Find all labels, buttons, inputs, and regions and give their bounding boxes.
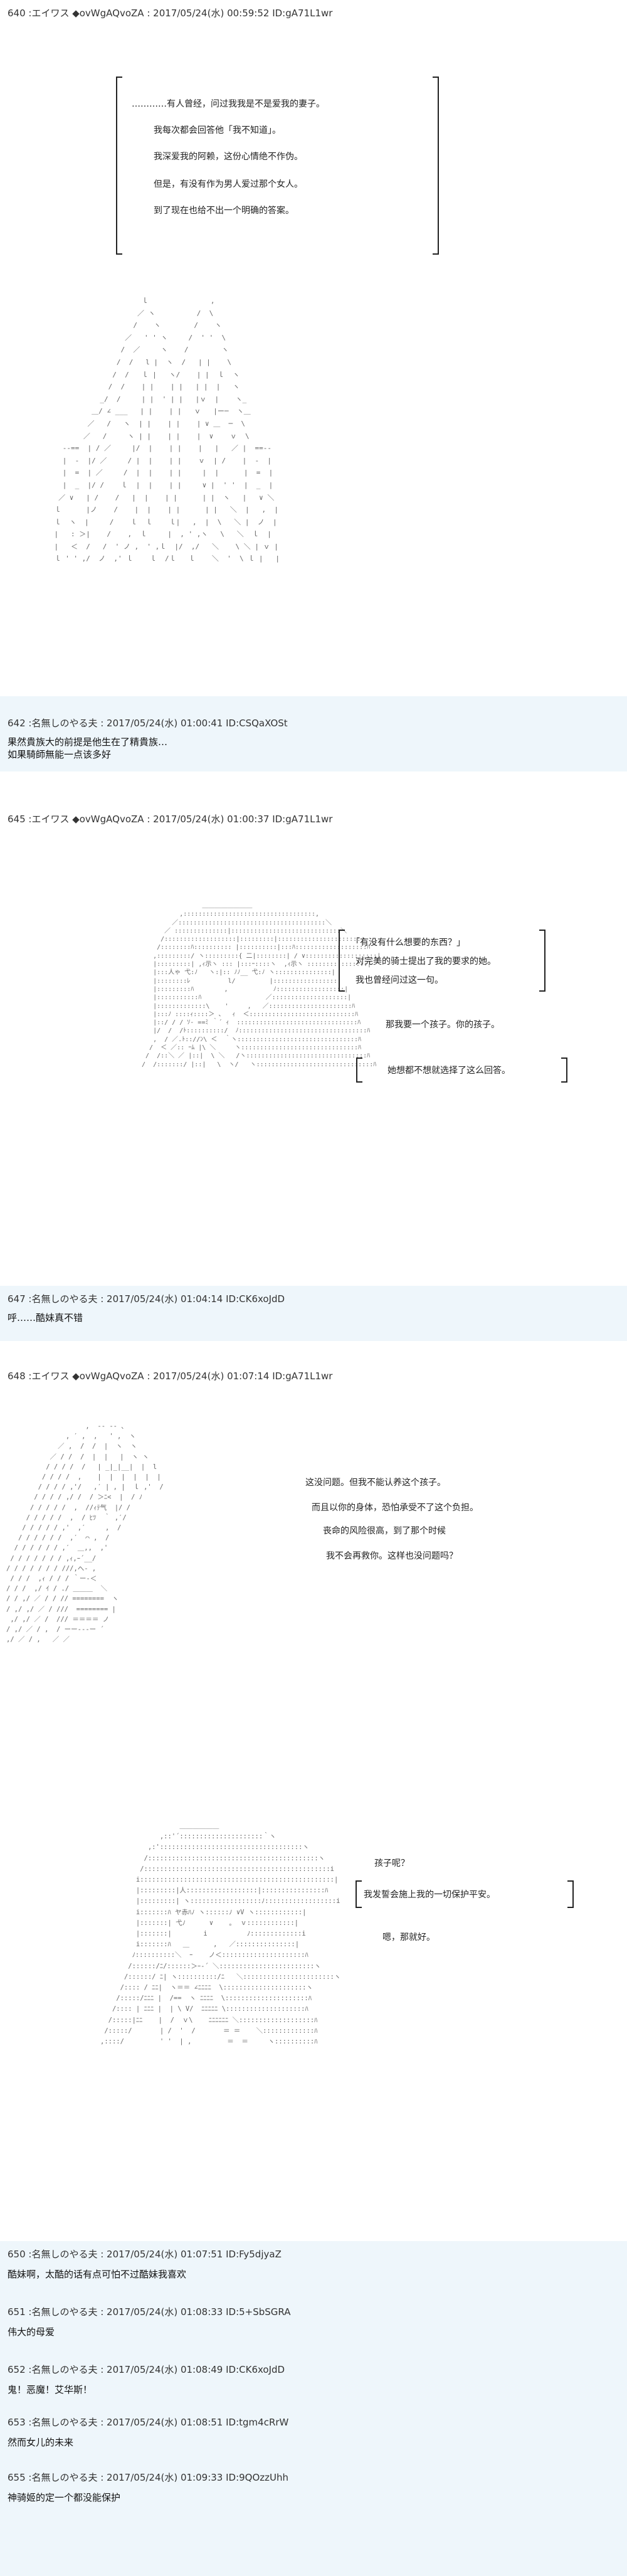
- post-642: 642 :名無しのやる夫 : 2017/05/24(水) 01:00:41 ID…: [0, 696, 627, 771]
- ascii-art-figure: , -‐ ‐- ､ , ′ , , ' , ヽ ／ , / / | ヽ ヽ ／ …: [6, 1423, 164, 1644]
- post-body-line: 然而女儿的未来: [8, 2437, 74, 2448]
- bracket-left: [356, 1057, 362, 1083]
- bracket-right: [567, 1880, 574, 1908]
- dialogue-line: 孩子呢？: [374, 1858, 409, 1868]
- post-header: 651 :名無しのやる夫 : 2017/05/24(水) 01:08:33 ID…: [8, 2306, 291, 2318]
- dialogue-line: 「有没有什么想要的东西？」: [351, 938, 465, 948]
- post-header: 640 :エイワス ◆ovWgAQvoZA : 2017/05/24(水) 00…: [8, 8, 333, 19]
- bracket-left: [116, 77, 122, 255]
- post-body-line: 呼……酷妹真不错: [8, 1312, 83, 1323]
- bracket-right: [539, 930, 545, 992]
- ascii-art-figure: ＿＿＿＿＿＿＿＿ ,::::::::::::::::::::::::::::::…: [142, 903, 381, 1068]
- post-header: 650 :名無しのやる夫 : 2017/05/24(水) 01:07:51 ID…: [8, 2249, 282, 2260]
- post-652: 652 :名無しのやる夫 : 2017/05/24(水) 01:08:49 ID…: [0, 2354, 627, 2408]
- post-655: 655 :名無しのやる夫 : 2017/05/24(水) 01:09:33 ID…: [0, 2463, 627, 2576]
- bracket-right: [561, 1057, 567, 1083]
- dialogue-line: 但是，有没有作为男人爱过那个女人。: [154, 179, 303, 189]
- post-header: 655 :名無しのやる夫 : 2017/05/24(水) 01:09:33 ID…: [8, 2472, 289, 2483]
- post-header: 648 :エイワス ◆ovWgAQvoZA : 2017/05/24(水) 01…: [8, 1370, 333, 1382]
- bracket-left: [356, 1880, 362, 1908]
- dialogue-line: 那我要一个孩子。你的孩子。: [386, 1020, 500, 1030]
- ascii-art-figure: ＿＿＿＿＿＿ ,::'´:::::::::::::::::::::｀ヽ ,:':…: [100, 1822, 341, 2046]
- dialogue-line: 她想都不想就选择了这么回答。: [387, 1066, 510, 1076]
- post-650: 650 :名無しのやる夫 : 2017/05/24(水) 01:07:51 ID…: [0, 2241, 627, 2298]
- ascii-art-figure: ｌ , ／ ヽ / \ / ヽ / ヽ ／ ' ' ヽ / ' ' \ / ／ …: [54, 297, 280, 563]
- post-body-line: 伟大的母爱: [8, 2326, 55, 2338]
- post-body-line: 果然貴族大的前提是他生在了精貴族…: [8, 736, 168, 748]
- dialogue-line: 到了现在也给不出一个明确的答案。: [154, 206, 294, 216]
- post-body-line: 神骑姬的定一个都没能保护: [8, 2492, 121, 2503]
- post-645: 645 :エイワス ◆ovWgAQvoZA : 2017/05/24(水) 01…: [0, 771, 627, 1286]
- post-653: 653 :名無しのやる夫 : 2017/05/24(水) 01:08:51 ID…: [0, 2408, 627, 2463]
- post-header: 653 :名無しのやる夫 : 2017/05/24(水) 01:08:51 ID…: [8, 2417, 289, 2428]
- post-640: 640 :エイワス ◆ovWgAQvoZA : 2017/05/24(水) 00…: [0, 0, 627, 687]
- post-header: 647 :名無しのやる夫 : 2017/05/24(水) 01:04:14 ID…: [8, 1293, 285, 1305]
- dialogue-line: 对完美的骑士提出了我的要求的她。: [356, 957, 496, 967]
- dialogue-line: …………有人曾经，问过我我是不是爱我的妻子。: [132, 99, 325, 109]
- dialogue-line: 我深爱我的阿赖，这份心情绝不作伪。: [154, 152, 303, 162]
- post-body-line: 如果騎師無能一点该多好: [8, 749, 112, 760]
- post-651: 651 :名無しのやる夫 : 2017/05/24(水) 01:08:33 ID…: [0, 2298, 627, 2354]
- post-header: 642 :名無しのやる夫 : 2017/05/24(水) 01:00:41 ID…: [8, 718, 288, 729]
- bracket-left: [339, 930, 345, 992]
- dialogue-line: 嗯，那就好。: [382, 1932, 435, 1943]
- post-body-line: 酷妹啊，太酷的话有点可怕不过酷妹我喜欢: [8, 2269, 187, 2280]
- post-header: 652 :名無しのやる夫 : 2017/05/24(水) 01:08:49 ID…: [8, 2364, 285, 2375]
- bracket-right: [433, 77, 439, 255]
- post-647: 647 :名無しのやる夫 : 2017/05/24(水) 01:04:14 ID…: [0, 1286, 627, 1341]
- post-648: 648 :エイワス ◆ovWgAQvoZA : 2017/05/24(水) 01…: [0, 1341, 627, 2241]
- dialogue-line: 我每次都会回答他「我不知道」。: [154, 125, 281, 135]
- dialogue-line: 我发誓会施上我的一切保护平安。: [364, 1890, 495, 1900]
- post-body-line: 鬼！恶魔！艾华斯！: [8, 2384, 93, 2395]
- dialogue-line: 我也曾经问过这一句。: [356, 975, 443, 985]
- dialogue-line: 而且以你的身体，恐怕承受不了这个负担。: [312, 1503, 478, 1513]
- post-header: 645 :エイワス ◆ovWgAQvoZA : 2017/05/24(水) 01…: [8, 814, 333, 825]
- dialogue-line: 丧命的风险很高，到了那个时候: [323, 1526, 446, 1536]
- dialogue-line: 这没问题。但我不能认养这个孩子。: [305, 1478, 446, 1488]
- dialogue-line: 我不会再救你。这样也没问题吗？: [326, 1551, 458, 1561]
